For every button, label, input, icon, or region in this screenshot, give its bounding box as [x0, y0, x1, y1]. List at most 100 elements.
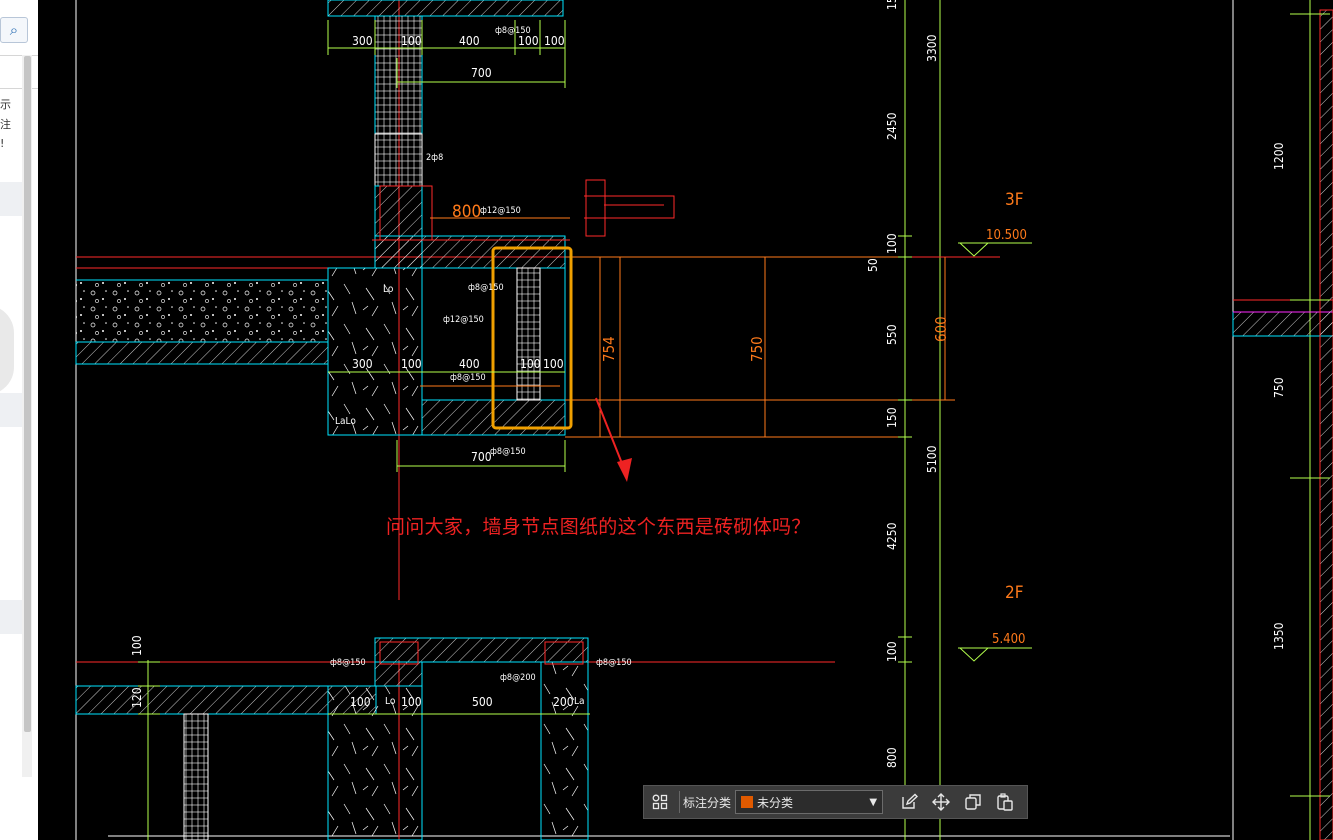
brick-block	[374, 133, 423, 187]
dim-label: 750	[748, 336, 766, 362]
axis-dim-label: 150	[885, 407, 899, 428]
axis-dim-label: 100	[885, 233, 899, 254]
dim-label: 300	[352, 357, 373, 371]
copy-icon	[965, 794, 981, 810]
panel-band	[0, 600, 22, 634]
rebar-label: ф8@150	[450, 373, 486, 383]
anchor-label: Lo	[383, 284, 394, 295]
arrow-head-icon	[617, 458, 632, 482]
annotation-question: 问问大家，墙身节点图纸的这个东西是砖砌体吗？	[386, 516, 811, 538]
insulation-layer	[76, 280, 328, 342]
brick-wall-column	[375, 16, 422, 134]
elevation-label-2f: 5.400	[992, 632, 1025, 647]
bottom-column	[540, 661, 589, 840]
right-dimension-ticks	[1290, 13, 1330, 797]
top-dimension-lines	[327, 20, 566, 88]
dim-label: 300	[352, 34, 373, 48]
brick-infill	[516, 267, 541, 401]
left-panel: ⌕ 示 注 !	[0, 0, 38, 840]
dim-label-800: 800	[452, 202, 481, 222]
rebar-label: ф8@150	[596, 658, 632, 668]
axis-dim-label: 50	[866, 258, 880, 272]
dim-label: 100	[401, 695, 422, 709]
annotation-toolbar: 标注分类 未分类 ▼	[643, 785, 1028, 819]
floor-label-2f: 2F	[1005, 583, 1024, 603]
dim-label: 100	[518, 34, 539, 48]
category-color-swatch	[741, 796, 754, 808]
bottom-column	[327, 685, 423, 840]
dim-label: 100	[520, 357, 541, 371]
bottom-dimension-lines	[138, 660, 590, 840]
anchor-label: LaLo	[335, 416, 356, 427]
dim-label: 100	[401, 34, 422, 48]
vertical-dimension-lines	[420, 256, 955, 438]
edit-button[interactable]	[897, 790, 921, 814]
elevation-label-3f: 10.500	[986, 228, 1027, 243]
dim-label: 400	[459, 34, 480, 48]
rebar-label: 2ф8	[426, 153, 443, 163]
dim-label: 600	[932, 316, 950, 342]
rebar-label: ф12@150	[480, 206, 521, 216]
panel-text: !	[0, 137, 5, 150]
panel-divider	[0, 88, 38, 89]
grid-icon	[652, 794, 668, 810]
panel-band	[0, 182, 22, 216]
paste-button[interactable]	[993, 790, 1017, 814]
dim-label: 400	[459, 357, 480, 371]
rebar-label: ф8@150	[330, 658, 366, 668]
rebar-outline	[379, 641, 419, 665]
chevron-down-icon: ▼	[869, 796, 878, 808]
category-select[interactable]: 未分类 ▼	[735, 790, 884, 814]
panel-shape	[0, 305, 14, 395]
panel-scrollbar-thumb[interactable]	[24, 56, 31, 732]
rebar-label: ф8@150	[468, 283, 504, 293]
top-slab	[327, 0, 564, 17]
search-button[interactable]: ⌕	[0, 17, 28, 43]
rebar-outline	[544, 641, 584, 665]
dim-label: 100	[544, 34, 565, 48]
panel-text: 注	[0, 118, 11, 131]
rebar-label: ф8@200	[500, 673, 536, 683]
move-button[interactable]	[929, 790, 953, 814]
cad-drawing-canvas[interactable]: 300 100 400 100 100 700 ф8@150 2ф8	[38, 0, 1333, 840]
panel-divider	[0, 55, 38, 56]
dim-label: 500	[472, 695, 493, 709]
dim-label: 100	[350, 695, 371, 709]
copy-button[interactable]	[961, 790, 985, 814]
axis-ticks	[898, 235, 912, 663]
dim-label: 100	[543, 357, 564, 371]
dim-label: 700	[471, 450, 492, 464]
dim-label: 120	[130, 687, 144, 708]
highlight-box	[491, 246, 573, 430]
floor-slab	[75, 341, 329, 365]
rebar-label: ф12@150	[443, 315, 484, 325]
paste-icon	[997, 793, 1013, 811]
dim-label: 1350	[1272, 622, 1286, 650]
axis-dim-label: 5100	[925, 445, 939, 473]
right-wall	[1319, 9, 1333, 840]
grid-button[interactable]	[648, 790, 672, 814]
category-label: 标注分类	[683, 795, 732, 810]
floor-slab	[1232, 311, 1333, 337]
move-icon	[932, 793, 951, 811]
edit-icon	[902, 793, 919, 809]
mid-dimension-lines	[328, 371, 566, 472]
panel-text: 示	[0, 98, 11, 111]
dim-label: 100	[130, 635, 144, 656]
axis-dim-label: 100	[885, 641, 899, 662]
level-triangle-icon	[958, 242, 990, 257]
category-select-value: 未分类	[757, 795, 794, 810]
dim-label: 1200	[1272, 142, 1286, 170]
level-triangle-icon	[958, 647, 990, 662]
floor-label-3f: 3F	[1005, 190, 1024, 210]
bottom-beam-part	[374, 661, 423, 687]
dim-label: 100	[401, 357, 422, 371]
anchor-label: Lo	[385, 696, 396, 707]
axis-dim-label: 800	[885, 747, 899, 768]
axis-dim-label: 3300	[925, 34, 939, 62]
concrete-beam	[327, 267, 423, 436]
axis-dim-label: 2450	[885, 112, 899, 140]
top-flange	[374, 235, 566, 269]
axis-dim-label: 550	[885, 324, 899, 345]
rebar-label: ф8@150	[490, 447, 526, 457]
